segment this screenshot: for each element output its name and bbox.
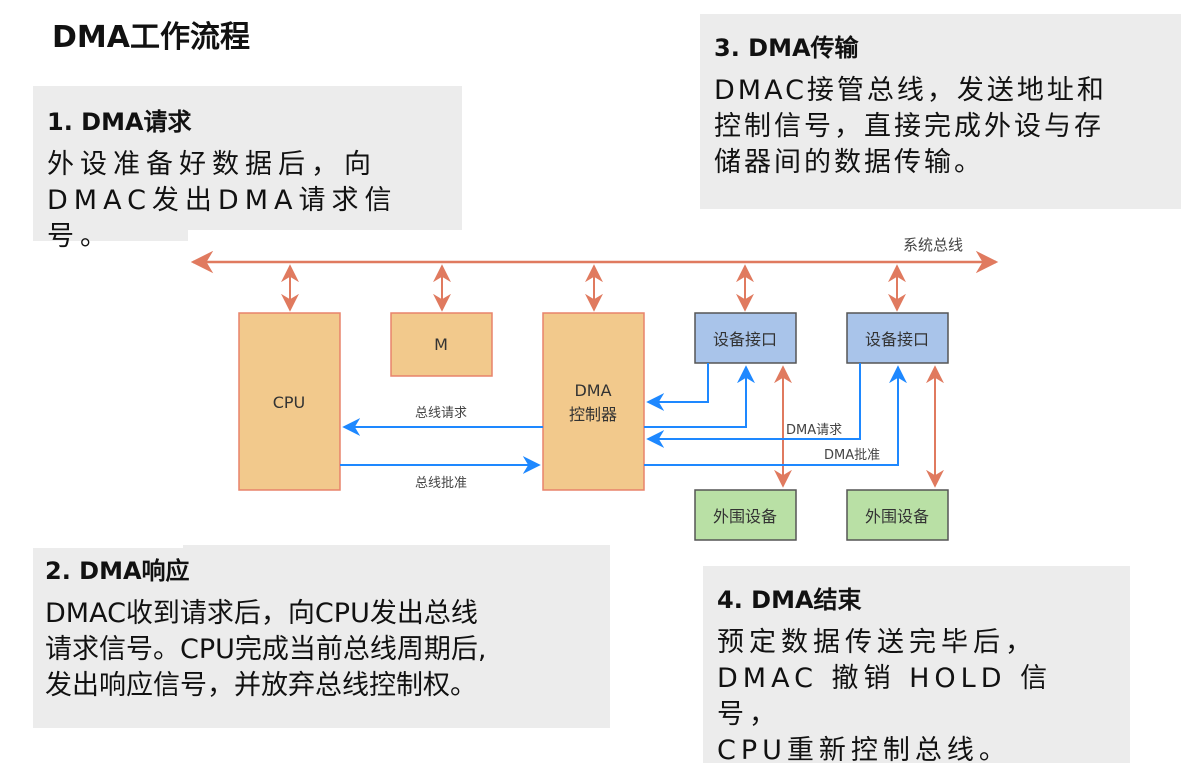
step-description: DMAC接管总线，发送地址和 控制信号，直接完成外设与存 储器间的数据传输。 [714, 73, 1167, 181]
step-line: DMAC 撤销 HOLD 信号， [717, 663, 1053, 730]
step-description: 外设准备好数据后，向 DMAC发出DMA请求信号。 [47, 147, 448, 255]
step-line: DMAC接管总线，发送地址和 [714, 75, 1107, 106]
cpu-box [238, 312, 341, 491]
memory-label: M [434, 335, 448, 354]
step-line: 请求信号。CPU完成当前总线周期后, [45, 634, 487, 665]
peripheral-device-box [846, 489, 949, 541]
bus-grant-label: 总线批准 [415, 476, 467, 491]
dma-grant-arrow-1 [644, 365, 755, 428]
step-description: DMAC收到请求后，向CPU发出总线 请求信号。CPU完成当前总线周期后, 发出… [45, 596, 598, 704]
device-interface-box [694, 312, 797, 364]
peripheral-device-label: 外围设备 [865, 507, 929, 526]
peripheral-device-label: 外围设备 [713, 507, 777, 526]
step-card-dma-response: 2. DMA响应 DMAC收到请求后，向CPU发出总线 请求信号。CPU完成当前… [33, 545, 610, 728]
dma-controller-label-2: 控制器 [569, 405, 617, 424]
step-heading: 1. DMA请求 [47, 108, 192, 136]
step-description: 预定数据传送完毕后， DMAC 撤销 HOLD 信号， CPU重新控制总线。 [717, 625, 1116, 769]
step-line: 控制信号，直接完成外设与存 [714, 111, 1104, 142]
page-title: DMA工作流程 [52, 20, 250, 55]
step-line: 外设准备好数据后，向 [47, 149, 377, 180]
device-interface-box [846, 312, 949, 364]
cpu-label: CPU [273, 393, 306, 412]
step-card-dma-request: 1. DMA请求 外设准备好数据后，向 DMAC发出DMA请求信号。 [33, 86, 462, 252]
dma-controller-label: DMA [574, 381, 611, 400]
bus-request-label: 总线请求 [415, 406, 467, 421]
step-line: 预定数据传送完毕后， [717, 627, 1037, 658]
step-line: DMAC发出DMA请求信号。 [47, 185, 398, 252]
step-heading: 4. DMA结束 [717, 586, 862, 614]
step-heading: 2. DMA响应 [45, 557, 190, 585]
step-card-dma-end: 4. DMA结束 预定数据传送完毕后， DMAC 撤销 HOLD 信号， CPU… [703, 566, 1130, 766]
step-line: 储器间的数据传输。 [714, 147, 984, 178]
dma-controller-box [542, 312, 645, 491]
device-interface-label: 设备接口 [713, 330, 777, 349]
step-line: DMAC收到请求后，向CPU发出总线 [45, 598, 478, 629]
step-line: 发出响应信号，并放弃总线控制权。 [45, 670, 477, 701]
memory-box [390, 312, 493, 377]
dma-request-arrow-1 [646, 363, 709, 411]
dma-request-arrow-2 [646, 363, 861, 448]
dma-request-label: DMA请求 [786, 423, 842, 438]
system-bus-label: 系统总线 [903, 236, 963, 254]
dma-grant-label: DMA批准 [824, 448, 880, 463]
dma-grant-arrow-2 [644, 365, 907, 466]
step-line: CPU重新控制总线。 [717, 735, 1011, 766]
step-heading: 3. DMA传输 [714, 34, 859, 62]
device-interface-label: 设备接口 [865, 330, 929, 349]
step-card-dma-transfer: 3. DMA传输 DMAC接管总线，发送地址和 控制信号，直接完成外设与存 储器… [700, 14, 1181, 209]
peripheral-device-box [694, 489, 797, 541]
